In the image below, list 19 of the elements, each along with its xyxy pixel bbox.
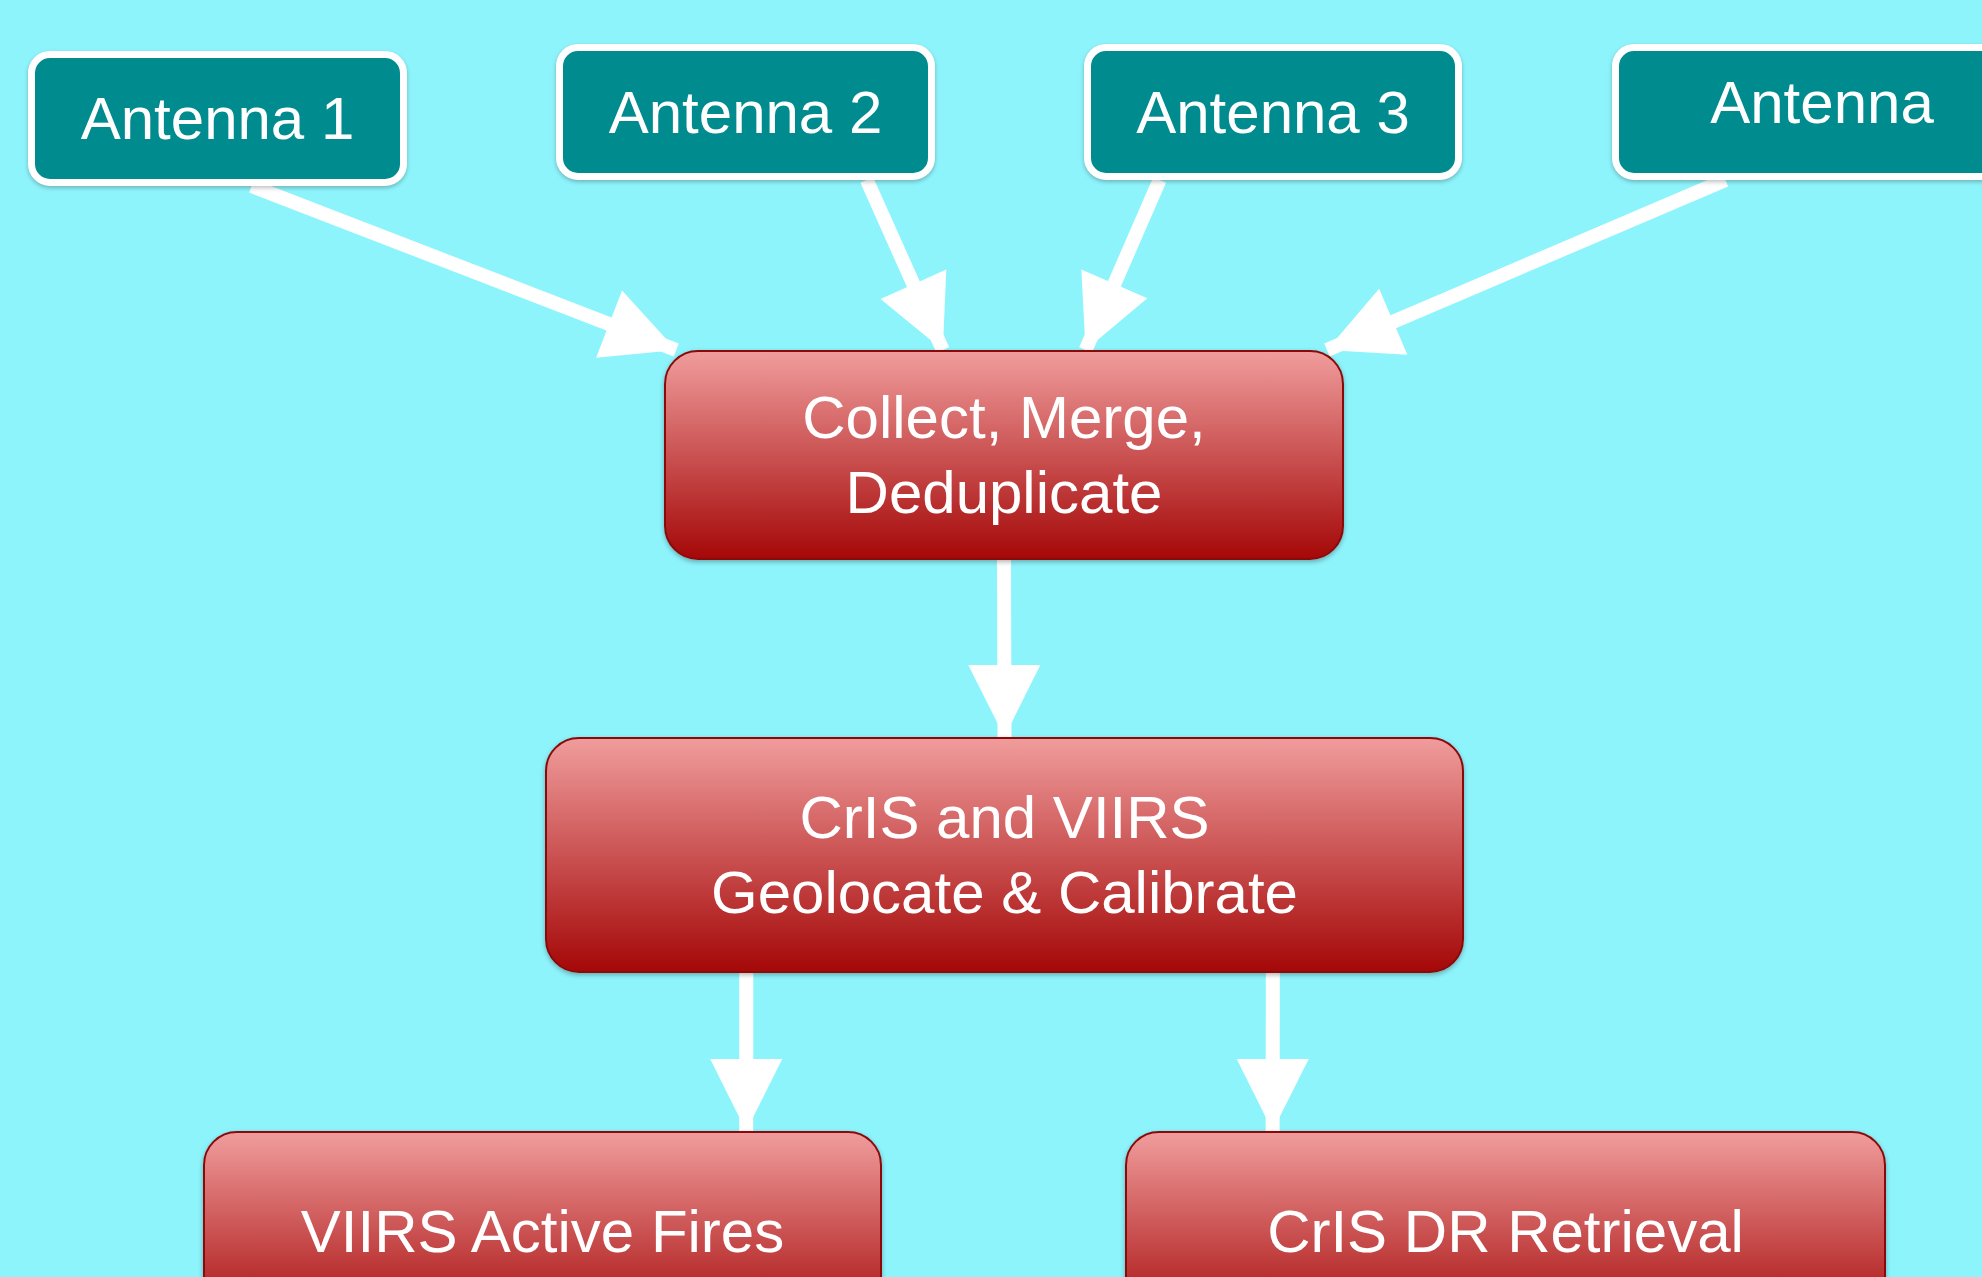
node-label: Antenna 3 <box>1136 77 1410 148</box>
node-label: Antenna <box>1710 68 1934 138</box>
arrow <box>1236 972 1309 1132</box>
arrow <box>710 973 783 1131</box>
antenna-box <box>556 44 935 180</box>
antenna-box <box>28 51 407 186</box>
arrow <box>968 559 1041 738</box>
node-label: Collect, Merge, Deduplicate <box>801 383 1207 528</box>
node-label: CrIS and VIIRS Geolocate & Calibrate <box>710 783 1299 928</box>
node-label: Antenna 2 <box>608 77 883 148</box>
node-label: VIIRS Active Fires <box>300 1196 785 1267</box>
process-box <box>664 350 1344 560</box>
process-box <box>545 737 1464 973</box>
node-label: Antenna 1 <box>80 84 355 154</box>
antenna-box <box>1612 44 1982 180</box>
antenna-box <box>1084 44 1462 180</box>
process-box <box>1125 1131 1886 1277</box>
process-box <box>203 1131 882 1277</box>
node-label: CrIS DR Retrieval <box>1267 1196 1744 1267</box>
